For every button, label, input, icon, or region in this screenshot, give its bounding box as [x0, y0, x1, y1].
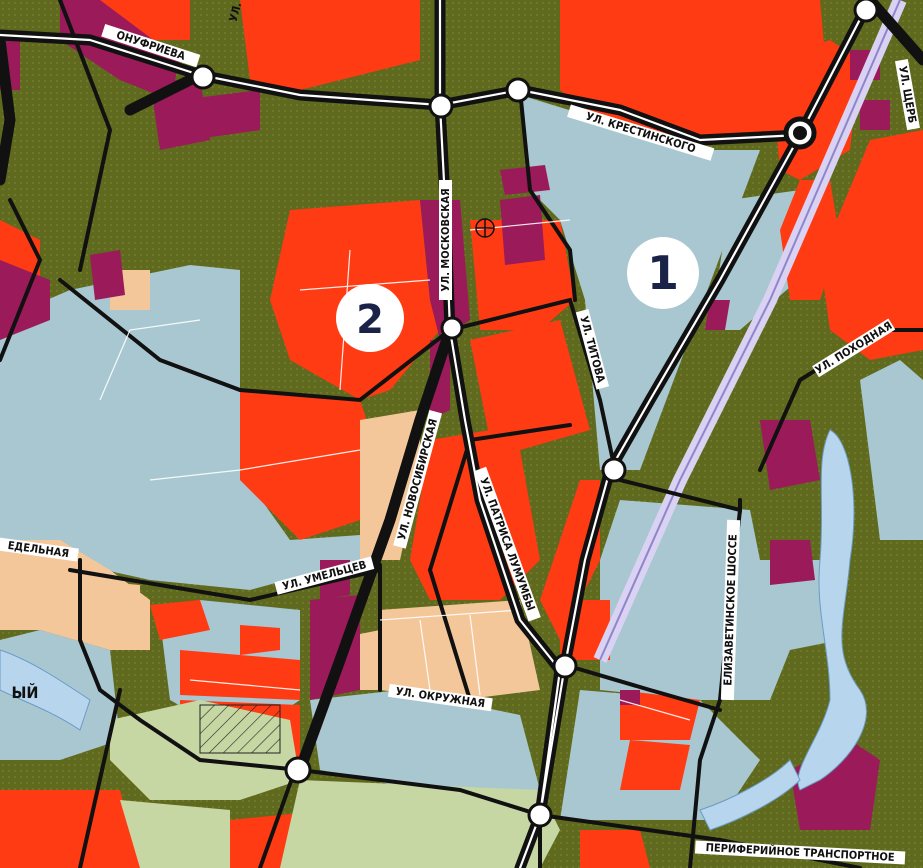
intersection-marker[interactable] — [190, 64, 216, 90]
hatched-area — [199, 704, 281, 754]
intersections — [190, 0, 879, 828]
intersection-marker[interactable] — [601, 457, 627, 483]
intersection-marker[interactable] — [552, 653, 578, 679]
street-label-elizavetinskoe: ЕЛИЗАВЕТИНСКОЕ ШОССЕ — [721, 534, 739, 686]
area-marker-1[interactable]: 1 — [627, 237, 699, 309]
intersection-marker[interactable] — [284, 756, 312, 784]
intersection-marker[interactable] — [527, 802, 553, 828]
metro-station-icon-core — [793, 126, 807, 140]
intersection-marker[interactable] — [428, 93, 454, 119]
street-label-moskovskaya: УЛ. МОСКОВСКАЯ — [439, 188, 452, 291]
church-icon — [475, 218, 495, 238]
intersection-marker[interactable] — [505, 77, 531, 103]
street-label-partial-yy: ЫЙ — [12, 683, 39, 702]
intersection-marker[interactable] — [440, 316, 464, 340]
area-marker-2[interactable]: 2 — [336, 284, 404, 352]
area-marker-1-label: 1 — [647, 246, 679, 300]
area-marker-2-label: 2 — [356, 297, 384, 343]
water-bodies — [0, 429, 867, 831]
railway — [593, 0, 907, 663]
street-label-partial-ul: УЛ. — [227, 1, 245, 23]
intersection-marker[interactable] — [853, 0, 879, 23]
